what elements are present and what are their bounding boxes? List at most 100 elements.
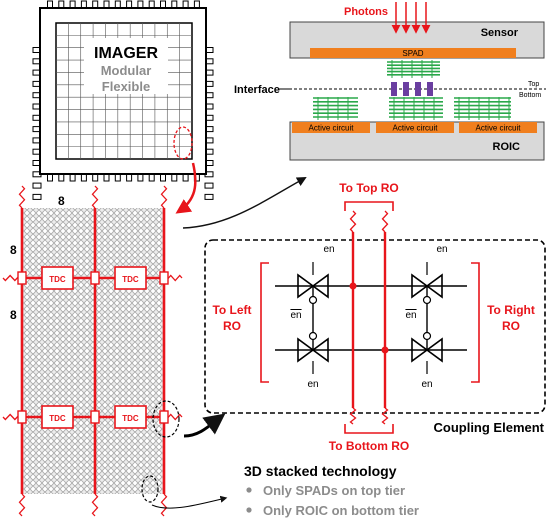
imager-chip: IMAGER Modular Flexible <box>32 0 214 200</box>
line-break-mark <box>160 185 168 209</box>
to-top-bracket <box>344 201 394 211</box>
en-label: en <box>436 244 447 255</box>
line-break-mark <box>18 493 26 517</box>
coupling-wires <box>275 285 467 351</box>
chip-title: IMAGER <box>94 45 158 62</box>
junction-dot <box>381 346 389 354</box>
chip-pin <box>32 182 42 189</box>
to-right-label-1: To Right <box>487 303 535 317</box>
line-break-mark <box>349 210 357 233</box>
arrow-to-stack <box>182 177 307 229</box>
dim-top: 8 <box>58 194 65 208</box>
to-top-ro-label: To Top RO <box>339 181 399 195</box>
coupling-box <box>204 239 546 414</box>
sensor-label: Sensor <box>481 27 519 39</box>
active-circuit-label-2: Active circuit <box>393 124 439 133</box>
chip-zoom-highlight <box>173 126 193 160</box>
roic-label: ROIC <box>493 141 521 153</box>
to-right-bracket <box>471 262 480 383</box>
line-break-mark <box>381 210 389 233</box>
dim-left-1: 8 <box>10 243 17 257</box>
bond-pad-bottom <box>415 89 421 96</box>
line-break-mark <box>160 493 168 517</box>
bullet <box>246 507 252 513</box>
chip-pin <box>204 193 214 200</box>
active-circuit-2 <box>376 122 454 133</box>
to-left-label-1: To Left <box>212 303 251 317</box>
bullet <box>246 487 252 493</box>
tgate-bottom-right: en <box>411 331 443 390</box>
line-break-mark <box>349 407 357 425</box>
notes: 3D stacked technology Only SPADs on top … <box>244 463 419 518</box>
bottom-metal-stacks <box>313 97 511 120</box>
line-break-mark <box>91 493 99 517</box>
tdc-3: TDC <box>41 405 74 429</box>
bond-pad-top <box>415 82 421 89</box>
zoom-arrow-red <box>175 162 197 214</box>
arrow-to-notes <box>151 495 228 509</box>
chip-subtitle-modular: Modular <box>101 63 152 78</box>
photons-label: Photons <box>344 6 388 18</box>
photon-arrows <box>391 2 431 34</box>
note-item-1: Only SPADs on top tier <box>263 483 405 498</box>
en-label: en <box>307 379 318 390</box>
top-label: Top <box>528 81 539 88</box>
active-circuit-3 <box>459 122 537 133</box>
coupling-node <box>90 271 100 285</box>
active-circuit-label-1: Active circuit <box>309 124 355 133</box>
stack-diagram: Sensor SPAD Photons Interface Top Bottom… <box>234 2 546 161</box>
interface-label: Interface <box>234 84 280 96</box>
tdc-label: TDC <box>122 414 139 423</box>
pixel-array: 8 8 8 TDC TDC TDC TDC <box>2 185 183 517</box>
spad-label: SPAD <box>402 49 423 58</box>
coupling-highlight <box>152 400 180 438</box>
spad-layer <box>310 48 516 58</box>
tdc-label: TDC <box>49 275 66 284</box>
arrow-to-coupling <box>183 413 226 438</box>
tdc-1: TDC <box>41 266 74 290</box>
tgate-top-right: en en <box>405 244 447 321</box>
active-circuit-label-3: Active circuit <box>476 124 522 133</box>
junction-dot <box>349 282 357 290</box>
bottom-label: Bottom <box>519 92 541 99</box>
bond-pad-bottom <box>391 89 397 96</box>
coupling-node <box>17 271 27 285</box>
en-label: en <box>421 379 432 390</box>
bottom-tier-highlight <box>141 475 159 503</box>
line-break-mark <box>18 185 26 209</box>
to-bottom-ro-label: To Bottom RO <box>329 439 409 453</box>
to-left-bracket <box>260 262 269 383</box>
bond-pad-top <box>391 82 397 89</box>
en-bar-label: en <box>290 310 301 321</box>
spad-array <box>22 208 164 494</box>
coupling-node <box>90 410 100 424</box>
tdc-2: TDC <box>114 266 147 290</box>
to-left-label-2: RO <box>223 319 241 333</box>
coupling-node <box>159 271 169 285</box>
chip-pin <box>32 193 42 200</box>
tdc-label: TDC <box>49 414 66 423</box>
dim-left-2: 8 <box>10 308 17 322</box>
coupling-ro-lines <box>349 210 389 425</box>
coupling-node <box>17 410 27 424</box>
en-bar-label: en <box>405 310 416 321</box>
bond-pad-bottom <box>403 89 409 96</box>
tdc-4: TDC <box>114 405 147 429</box>
notes-title: 3D stacked technology <box>244 463 397 479</box>
bond-pad-bottom <box>427 89 433 96</box>
bond-pad-top <box>403 82 409 89</box>
coupling-title: Coupling Element <box>434 420 545 435</box>
tgate-bottom-left: en <box>297 331 329 390</box>
coupling-nodes <box>17 271 169 424</box>
tdc-label: TDC <box>122 275 139 284</box>
chip-pin <box>204 182 214 189</box>
bond-pads <box>391 82 433 96</box>
active-circuit-1 <box>292 122 370 133</box>
coupling-node <box>159 410 169 424</box>
en-label: en <box>323 244 334 255</box>
note-item-2: Only ROIC on bottom tier <box>263 503 419 518</box>
top-metal-stack <box>387 60 440 78</box>
bond-pad-top <box>427 82 433 89</box>
chip-subtitle-flexible: Flexible <box>102 79 150 94</box>
coupling-element: Coupling Element To Top RO To Bottom RO … <box>204 181 546 453</box>
